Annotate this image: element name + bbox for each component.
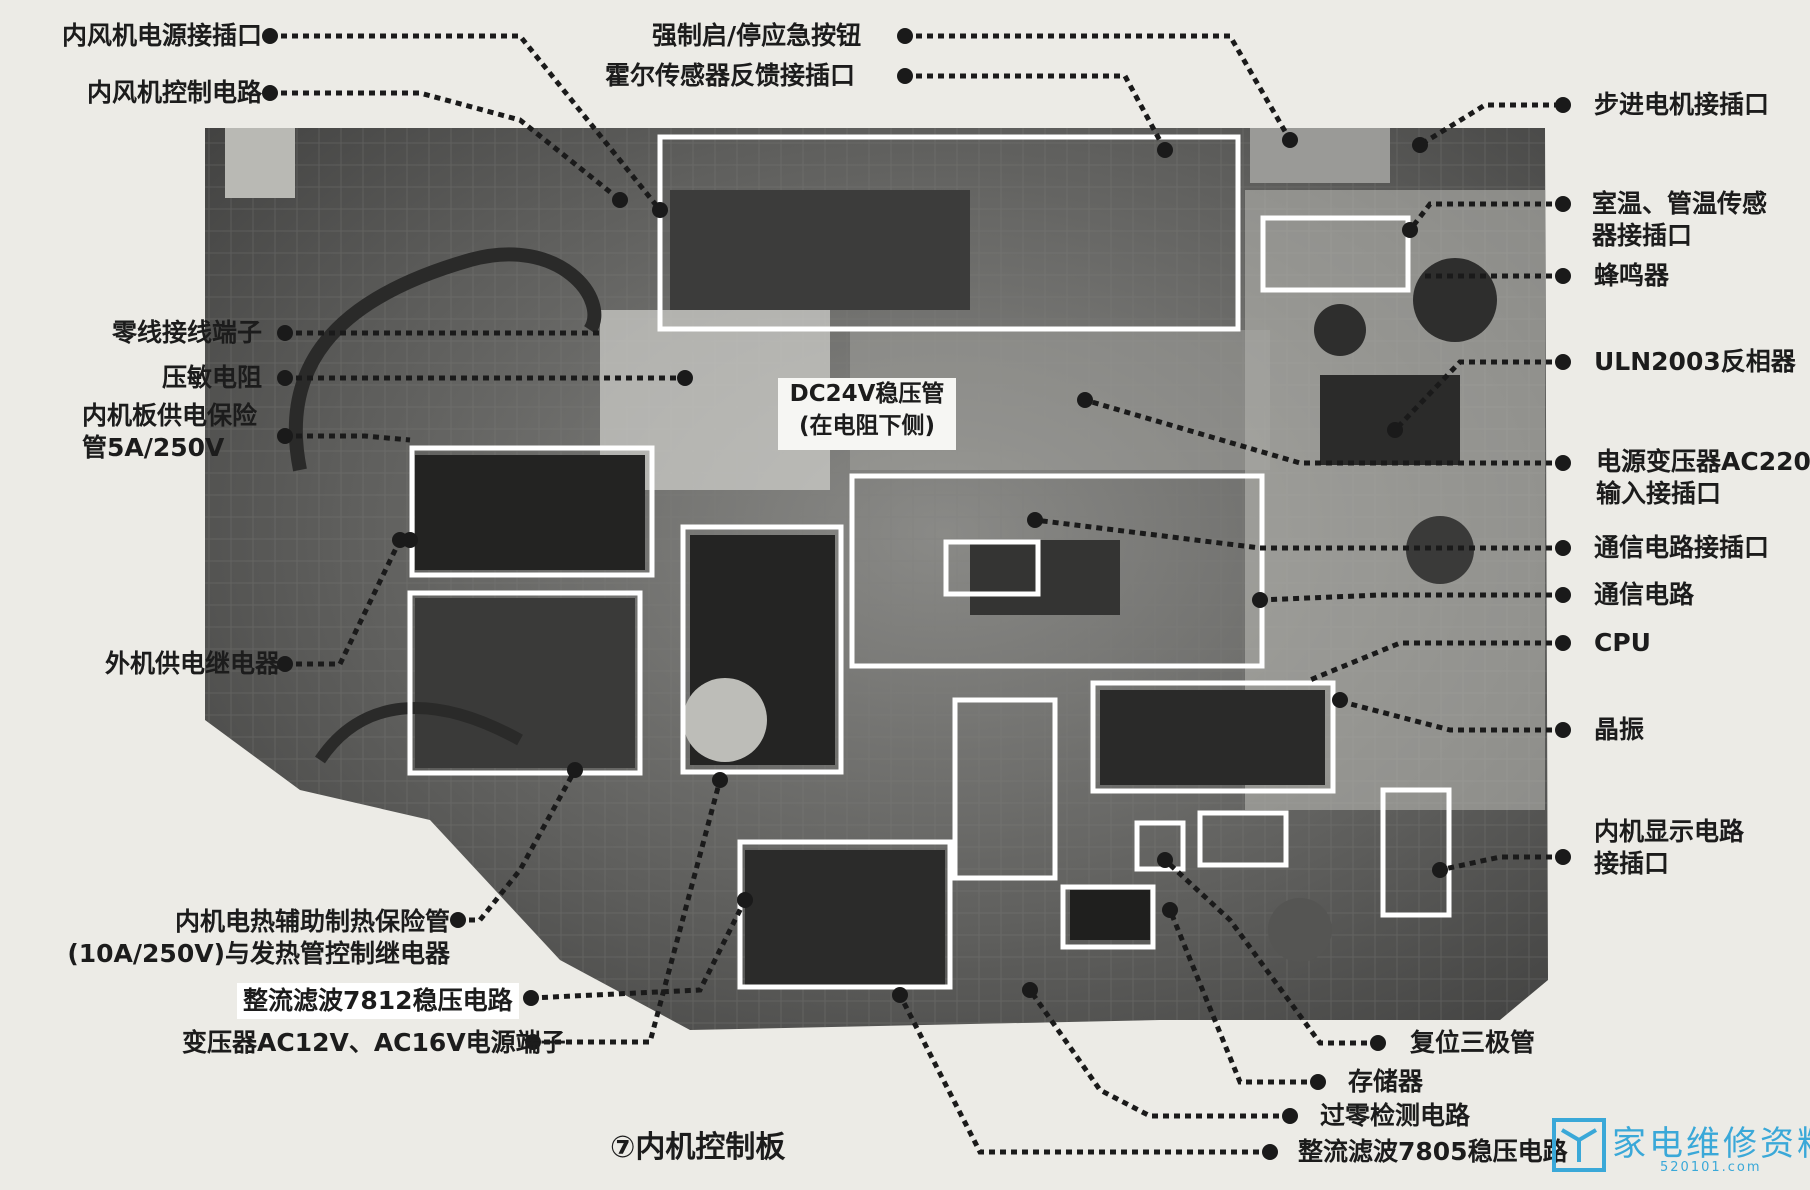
label-hall-sensor-connector: 霍尔传感器反馈接插口: [605, 61, 856, 90]
box-dc24v: [943, 539, 1041, 597]
label-neutral-terminal: 零线接线端子: [111, 318, 262, 347]
leader-dots: [262, 28, 1571, 1160]
label-comm-circuit: 通信电路: [1594, 580, 1695, 609]
box-sensor-connector: [1260, 215, 1411, 293]
label-board-fuse: 内机板供电保险 管5A/250V: [82, 401, 258, 462]
label-temp-sensor-connector: 室温、管温传感 器接插口: [1592, 189, 1768, 250]
box-communication: [849, 473, 1265, 669]
label-transformer-terminal: 变压器AC12V、AC16V电源端子: [182, 1028, 566, 1057]
logo-url: 520101.com: [1660, 1160, 1762, 1175]
leader-lines: [270, 33, 1563, 1155]
label-uln2003: ULN2003反相器: [1594, 347, 1796, 376]
label-crystal: 晶振: [1594, 715, 1645, 744]
site-logo: [1552, 1118, 1606, 1172]
box-7812: [680, 524, 844, 775]
label-dc24v-zener: DC24V稳压管 (在电阻下侧): [778, 378, 956, 450]
label-cpu: CPU: [1594, 628, 1651, 657]
box-fuse: [409, 445, 655, 578]
label-emergency-button: 强制启/停应急按钮: [652, 21, 862, 50]
label-memory: 存储器: [1348, 1067, 1424, 1096]
label-varistor: 压敏电阻: [161, 363, 262, 392]
box-outdoor-relay: [407, 590, 643, 776]
box-crystal-region: [952, 697, 1058, 881]
label-stepper-connector: 步进电机接插口: [1594, 90, 1770, 119]
highlight-boxes: [407, 134, 1452, 990]
label-heater-fuse-relay: 内机电热辅助制热保险管 (10A/250V)与发热管控制继电器: [67, 907, 450, 968]
figure-caption: ⑦内机控制板: [610, 1130, 786, 1165]
box-display-connector: [1380, 787, 1452, 918]
box-reset: [1134, 820, 1186, 872]
label-7805-circuit: 整流滤波7805稳压电路: [1298, 1137, 1568, 1166]
box-zero-cross: [1060, 884, 1156, 950]
box-cpu: [1090, 680, 1336, 794]
label-transformer-input: 电源变压器AC220 输入接插口: [1596, 447, 1810, 508]
label-fan-power-connector: 内风机电源接插口: [61, 21, 262, 50]
label-comm-connector: 通信电路接插口: [1594, 533, 1770, 562]
logo-text: 家电维修资料网: [1612, 1124, 1810, 1164]
box-fan-control: [657, 134, 1241, 332]
box-memory: [1197, 810, 1289, 868]
label-display-connector: 内机显示电路 接插口: [1594, 817, 1745, 878]
label-zero-cross: 过零检测电路: [1320, 1101, 1471, 1130]
label-fan-control-circuit: 内风机控制电路: [86, 78, 262, 107]
label-reset-transistor: 复位三极管: [1410, 1028, 1536, 1057]
label-buzzer: 蜂鸣器: [1594, 261, 1670, 290]
label-outdoor-relay: 外机供电继电器: [104, 649, 280, 678]
label-7812-circuit: 整流滤波7812稳压电路: [237, 983, 519, 1019]
